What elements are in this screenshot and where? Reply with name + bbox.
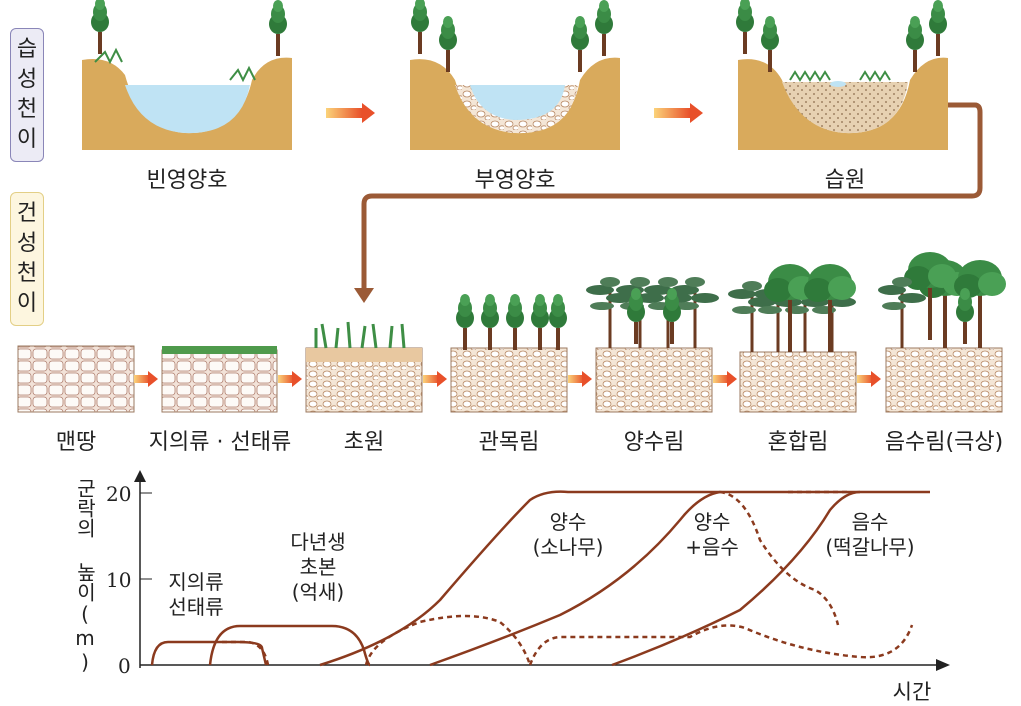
arrow-icon (326, 108, 362, 118)
stage-label-mixed-forest: 혼합림 (767, 430, 829, 455)
arrow-icon (690, 103, 703, 123)
grassland-block (305, 321, 423, 413)
y-axis-label: 군락의 높이(m) (73, 478, 97, 674)
annotation-grass-line3: (억새) (291, 580, 345, 604)
y-tick-label-10: 10 (106, 568, 132, 592)
annotation-oak-line2: (떡갈나무) (825, 535, 915, 559)
x-axis-label: 시간 (892, 680, 932, 704)
dry-succession-tag: 건성 천이 (10, 192, 44, 326)
curve-sun-shade (429, 490, 930, 667)
dry-row-arrows (134, 371, 881, 387)
swamp-illustration (736, 0, 948, 150)
annotation-pine: 양수 (소나무) (533, 510, 604, 560)
annotation-lichen-line2: 선태류 (168, 595, 224, 619)
annotation-grass: 다년생 초본 (억새) (290, 530, 345, 605)
annotation-mixed: 양수 +음수 (685, 510, 739, 560)
x-axis-arrow-icon (936, 659, 950, 671)
lake-eutrophic-illustration (410, 0, 620, 150)
height-graph (134, 470, 950, 671)
stage-label-lichen: 지의류 · 선태류 (148, 430, 292, 455)
stage-label-oligotrophic: 빈영양호 (146, 168, 228, 193)
annotation-grass-line2: 초본 (299, 555, 337, 579)
bare-ground-block (17, 345, 135, 413)
curve-understory (528, 624, 914, 666)
curve-shrub (364, 614, 532, 666)
shade-forest-block (878, 252, 1006, 413)
annotation-pine-line2: (소나무) (532, 535, 604, 559)
stage-label-grass: 초원 (343, 430, 385, 455)
connector-arrowhead-icon (354, 288, 374, 303)
wet-tag-line1: 습성 (16, 37, 38, 92)
annotation-lichen-line1: 지의류 (168, 570, 224, 594)
curve-oak (611, 490, 861, 667)
annotation-pine-line1: 양수 (549, 510, 587, 534)
curve-grass (208, 624, 371, 667)
annotation-mixed-line2: +음수 (685, 535, 739, 559)
stage-label-bare: 맨땅 (55, 430, 97, 455)
curve-lichen-decline (222, 640, 270, 666)
y-tick-label-0: 0 (118, 654, 131, 678)
lichen-moss-block (161, 346, 278, 413)
dry-tag-line2: 천이 (16, 261, 38, 316)
y-axis-arrow-icon (134, 470, 146, 482)
lake-oligotrophic-illustration (82, 0, 292, 150)
mixed-forest-block (728, 264, 857, 413)
stage-label-swamp: 습원 (824, 168, 866, 193)
y-tick-label-20: 20 (106, 482, 132, 506)
arrow-icon (362, 103, 375, 123)
arrow-icon (654, 108, 690, 118)
curve-lichen (150, 640, 268, 666)
curve-pine (319, 490, 720, 667)
dry-tag-line1: 건성 (16, 201, 38, 256)
stage-label-shade-forest: 음수림(극상) (884, 430, 1004, 455)
annotation-mixed-line1: 양수 (693, 510, 731, 534)
curve-pine-decline (719, 490, 840, 626)
annotation-lichen: 지의류 선태류 (168, 570, 223, 620)
connector-arrow (361, 102, 983, 290)
wet-succession-tag: 습성 천이 (10, 28, 44, 162)
annotation-grass-line1: 다년생 (290, 530, 346, 554)
stage-label-shrub: 관목림 (478, 430, 540, 455)
shrubland-block (450, 294, 568, 413)
sun-forest-block (586, 277, 719, 413)
stage-label-eutrophic: 부영양호 (474, 168, 556, 193)
stage-label-sun-forest: 양수림 (623, 430, 685, 455)
wet-tag-line2: 천이 (16, 97, 38, 152)
annotation-oak: 음수 (떡갈나무) (825, 510, 914, 560)
annotation-oak-line1: 음수 (851, 510, 889, 534)
